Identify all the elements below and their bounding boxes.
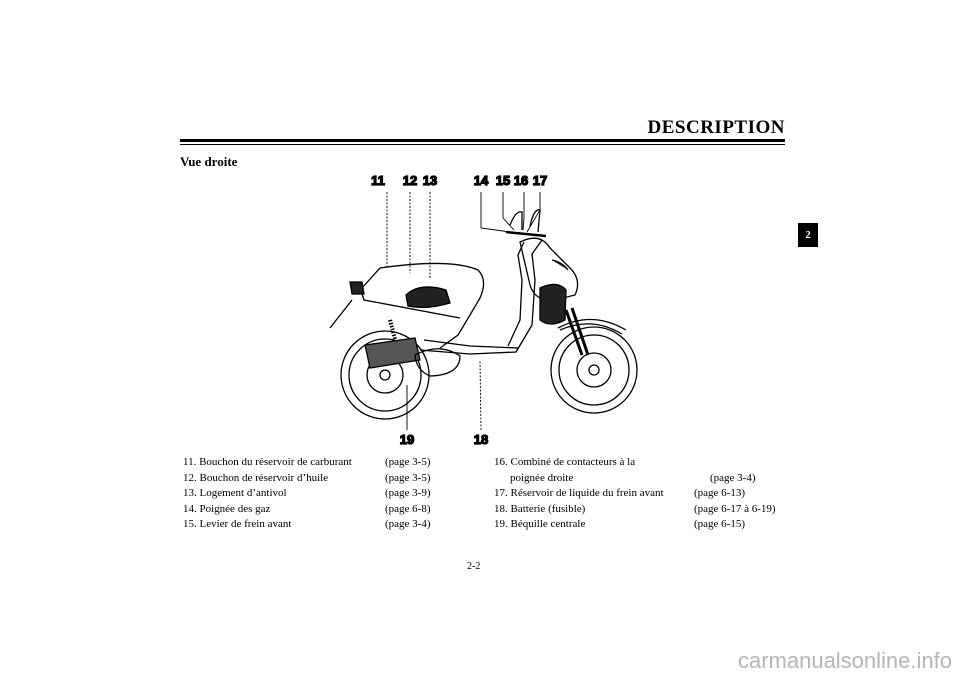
legend-page-ref: (page 3-9)	[385, 487, 431, 499]
callout-17: 17	[533, 173, 547, 188]
page-title: DESCRIPTION	[647, 117, 785, 138]
legend-item-19: 19. Béquille centrale (page 6-15)	[494, 517, 794, 533]
legend-item-17: 17. Réservoir de liquide du frein avant …	[494, 486, 794, 502]
callout-15: 15	[496, 173, 510, 188]
front-wheel	[550, 318, 638, 414]
scooter-diagram: 11 12 13 14 15 16 17 19 18	[329, 172, 638, 448]
header-rule-thick	[180, 139, 785, 142]
legend-page-ref: (page 6-17 à 6-19)	[694, 502, 776, 515]
legend-left-column: 11. Bouchon du réservoir de carburant (p…	[183, 455, 483, 533]
legend-item-18: 18. Batterie (fusible) (page 6-17 à 6-19…	[494, 502, 794, 518]
legend-page-ref: (page 3-4)	[710, 471, 756, 484]
chapter-tab: 2	[798, 223, 818, 247]
header-rule-thin	[180, 144, 785, 145]
section-title: Vue droite	[180, 154, 238, 169]
leader-lines	[386, 192, 541, 431]
legend-label: 14. Poignée des gaz	[183, 502, 271, 515]
legend-item-11: 11. Bouchon du réservoir de carburant (p…	[183, 455, 483, 471]
callout-13: 13	[423, 173, 437, 188]
legend-item-15: 15. Levier de frein avant (page 3-4)	[183, 517, 483, 533]
legend-label: 18. Batterie (fusible)	[494, 502, 586, 515]
legend-page-ref: (page 6-8)	[385, 502, 431, 515]
legend-page-ref: (page 3-5)	[385, 456, 431, 468]
callout-11: 11	[371, 173, 385, 188]
callout-14: 14	[474, 173, 489, 188]
legend-label-continued: poignée droite	[510, 471, 574, 484]
callout-18: 18	[474, 432, 488, 447]
legend-label: 16. Combiné de contacteurs à la	[494, 456, 636, 468]
callout-16: 16	[514, 173, 528, 188]
legend-item-16-continued: poignée droite (page 3-4)	[494, 471, 794, 487]
watermark: carmanualsonline.info	[737, 648, 952, 673]
page-number: 2-2	[467, 561, 481, 572]
legend-item-13: 13. Logement d’antivol (page 3-9)	[183, 486, 483, 502]
legend-label: 12. Bouchon de réservoir d’huile	[183, 471, 329, 484]
legend-label: 19. Béquille centrale	[494, 518, 586, 530]
legend-page-ref: (page 3-5)	[385, 471, 431, 484]
scooter-body	[329, 209, 590, 377]
legend-label: 15. Levier de frein avant	[183, 518, 292, 530]
callout-12: 12	[403, 173, 417, 188]
legend-label: 17. Réservoir de liquide du frein avant	[494, 487, 664, 499]
legend-item-12: 12. Bouchon de réservoir d’huile (page 3…	[183, 471, 483, 487]
legend-page-ref: (page 6-13)	[694, 487, 746, 499]
legend-page-ref: (page 6-15)	[694, 518, 746, 530]
callout-19: 19	[400, 432, 414, 447]
legend-label: 11. Bouchon du réservoir de carburant	[183, 456, 352, 468]
legend-item-16: 16. Combiné de contacteurs à la	[494, 455, 794, 471]
legend-right-column: 16. Combiné de contacteurs à la poignée …	[494, 455, 794, 533]
legend-page-ref: (page 3-4)	[385, 518, 431, 530]
legend-label: 13. Logement d’antivol	[183, 487, 287, 499]
legend-item-14: 14. Poignée des gaz (page 6-8)	[183, 502, 483, 518]
